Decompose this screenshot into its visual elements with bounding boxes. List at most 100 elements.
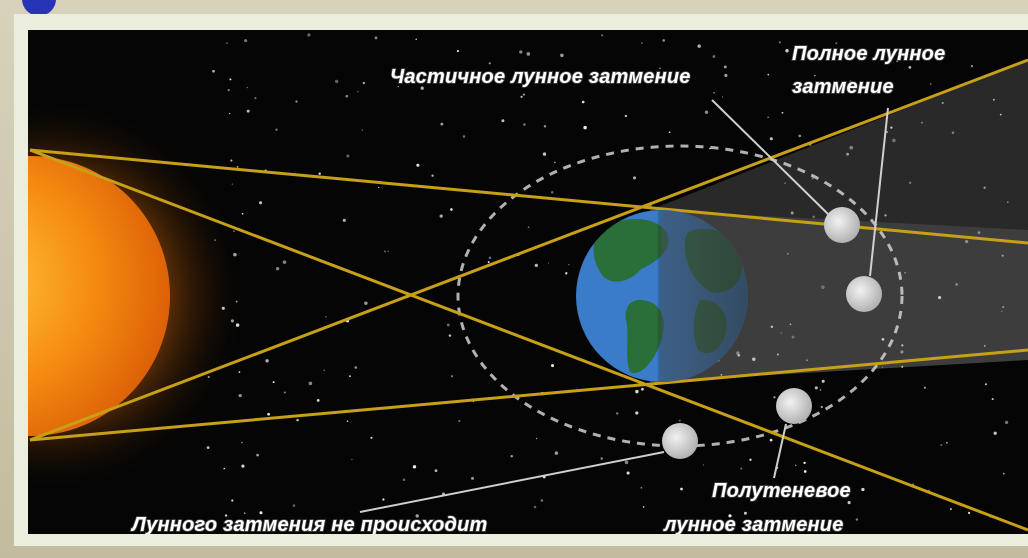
star — [227, 88, 230, 92]
star — [236, 166, 239, 168]
star — [968, 511, 971, 514]
star — [632, 176, 637, 180]
moon-partial-eclipse — [824, 207, 860, 243]
star — [929, 83, 932, 85]
star — [275, 128, 278, 131]
star — [439, 214, 443, 218]
star — [1004, 420, 1009, 425]
star — [784, 182, 786, 185]
star — [778, 41, 781, 44]
star — [806, 359, 808, 362]
star — [881, 338, 885, 341]
leader-total — [869, 107, 889, 277]
star — [296, 418, 299, 422]
star — [583, 125, 587, 130]
star — [554, 161, 556, 164]
star — [752, 357, 756, 361]
leader-lines — [359, 99, 889, 513]
star — [267, 412, 270, 416]
star — [713, 92, 715, 94]
star — [325, 316, 327, 318]
moon-orbit — [456, 144, 904, 448]
star — [416, 163, 420, 167]
star — [1007, 201, 1009, 203]
star — [256, 453, 259, 457]
star — [728, 514, 732, 518]
star — [244, 39, 248, 43]
star — [659, 67, 661, 70]
star — [901, 344, 904, 347]
label-partial-eclipse: Частичное лунное затмение — [390, 66, 691, 88]
star — [773, 396, 776, 399]
star — [357, 90, 359, 93]
star — [318, 172, 321, 175]
label-penumbral-eclipse-line2: лунное затмение — [663, 514, 844, 536]
label-penumbral-eclipse-line1: Полутеневое — [712, 480, 851, 502]
star — [547, 262, 550, 264]
star — [282, 260, 287, 264]
star — [246, 109, 250, 113]
star — [849, 145, 853, 150]
star — [378, 186, 380, 189]
star — [450, 375, 454, 378]
star — [384, 250, 386, 253]
star — [351, 458, 353, 461]
star — [977, 231, 981, 235]
star — [354, 366, 358, 369]
star — [923, 386, 926, 389]
star — [803, 461, 806, 465]
star — [362, 81, 365, 85]
star — [212, 69, 215, 73]
star — [527, 226, 530, 228]
star — [896, 60, 899, 63]
star — [223, 467, 226, 470]
star — [540, 499, 544, 502]
star — [228, 112, 231, 115]
leader-none — [359, 451, 665, 513]
star — [819, 389, 822, 391]
star — [641, 387, 644, 391]
star — [1002, 472, 1005, 475]
star — [803, 470, 807, 473]
star — [940, 444, 943, 447]
star — [601, 34, 604, 37]
star — [259, 201, 263, 205]
moon-total-eclipse — [846, 276, 882, 312]
star — [847, 501, 851, 505]
star — [743, 511, 747, 515]
star — [275, 266, 280, 271]
star — [820, 405, 823, 409]
star — [246, 86, 248, 89]
star — [488, 256, 492, 260]
star — [226, 42, 228, 44]
star — [678, 419, 681, 422]
star — [640, 486, 643, 489]
star — [241, 441, 243, 444]
star — [307, 33, 311, 37]
star — [1002, 305, 1005, 309]
star — [243, 512, 246, 514]
star — [938, 296, 942, 300]
star — [835, 42, 838, 45]
star — [412, 465, 417, 469]
star — [229, 78, 232, 81]
star — [908, 181, 912, 184]
sun — [28, 156, 170, 436]
star — [230, 159, 233, 162]
star — [814, 75, 816, 77]
ray-lower-direct — [29, 348, 1028, 442]
label-no-eclipse: Лунного затмения не происходит — [130, 514, 488, 536]
star — [346, 420, 349, 422]
star — [523, 123, 526, 126]
star — [721, 96, 724, 98]
star — [615, 412, 619, 415]
star — [440, 122, 444, 126]
star — [724, 73, 728, 78]
star — [456, 50, 459, 53]
ray-lower-cross — [29, 58, 1028, 442]
star — [510, 454, 513, 458]
star — [361, 129, 363, 131]
star — [478, 520, 480, 522]
star — [789, 323, 792, 326]
star — [1001, 310, 1003, 313]
